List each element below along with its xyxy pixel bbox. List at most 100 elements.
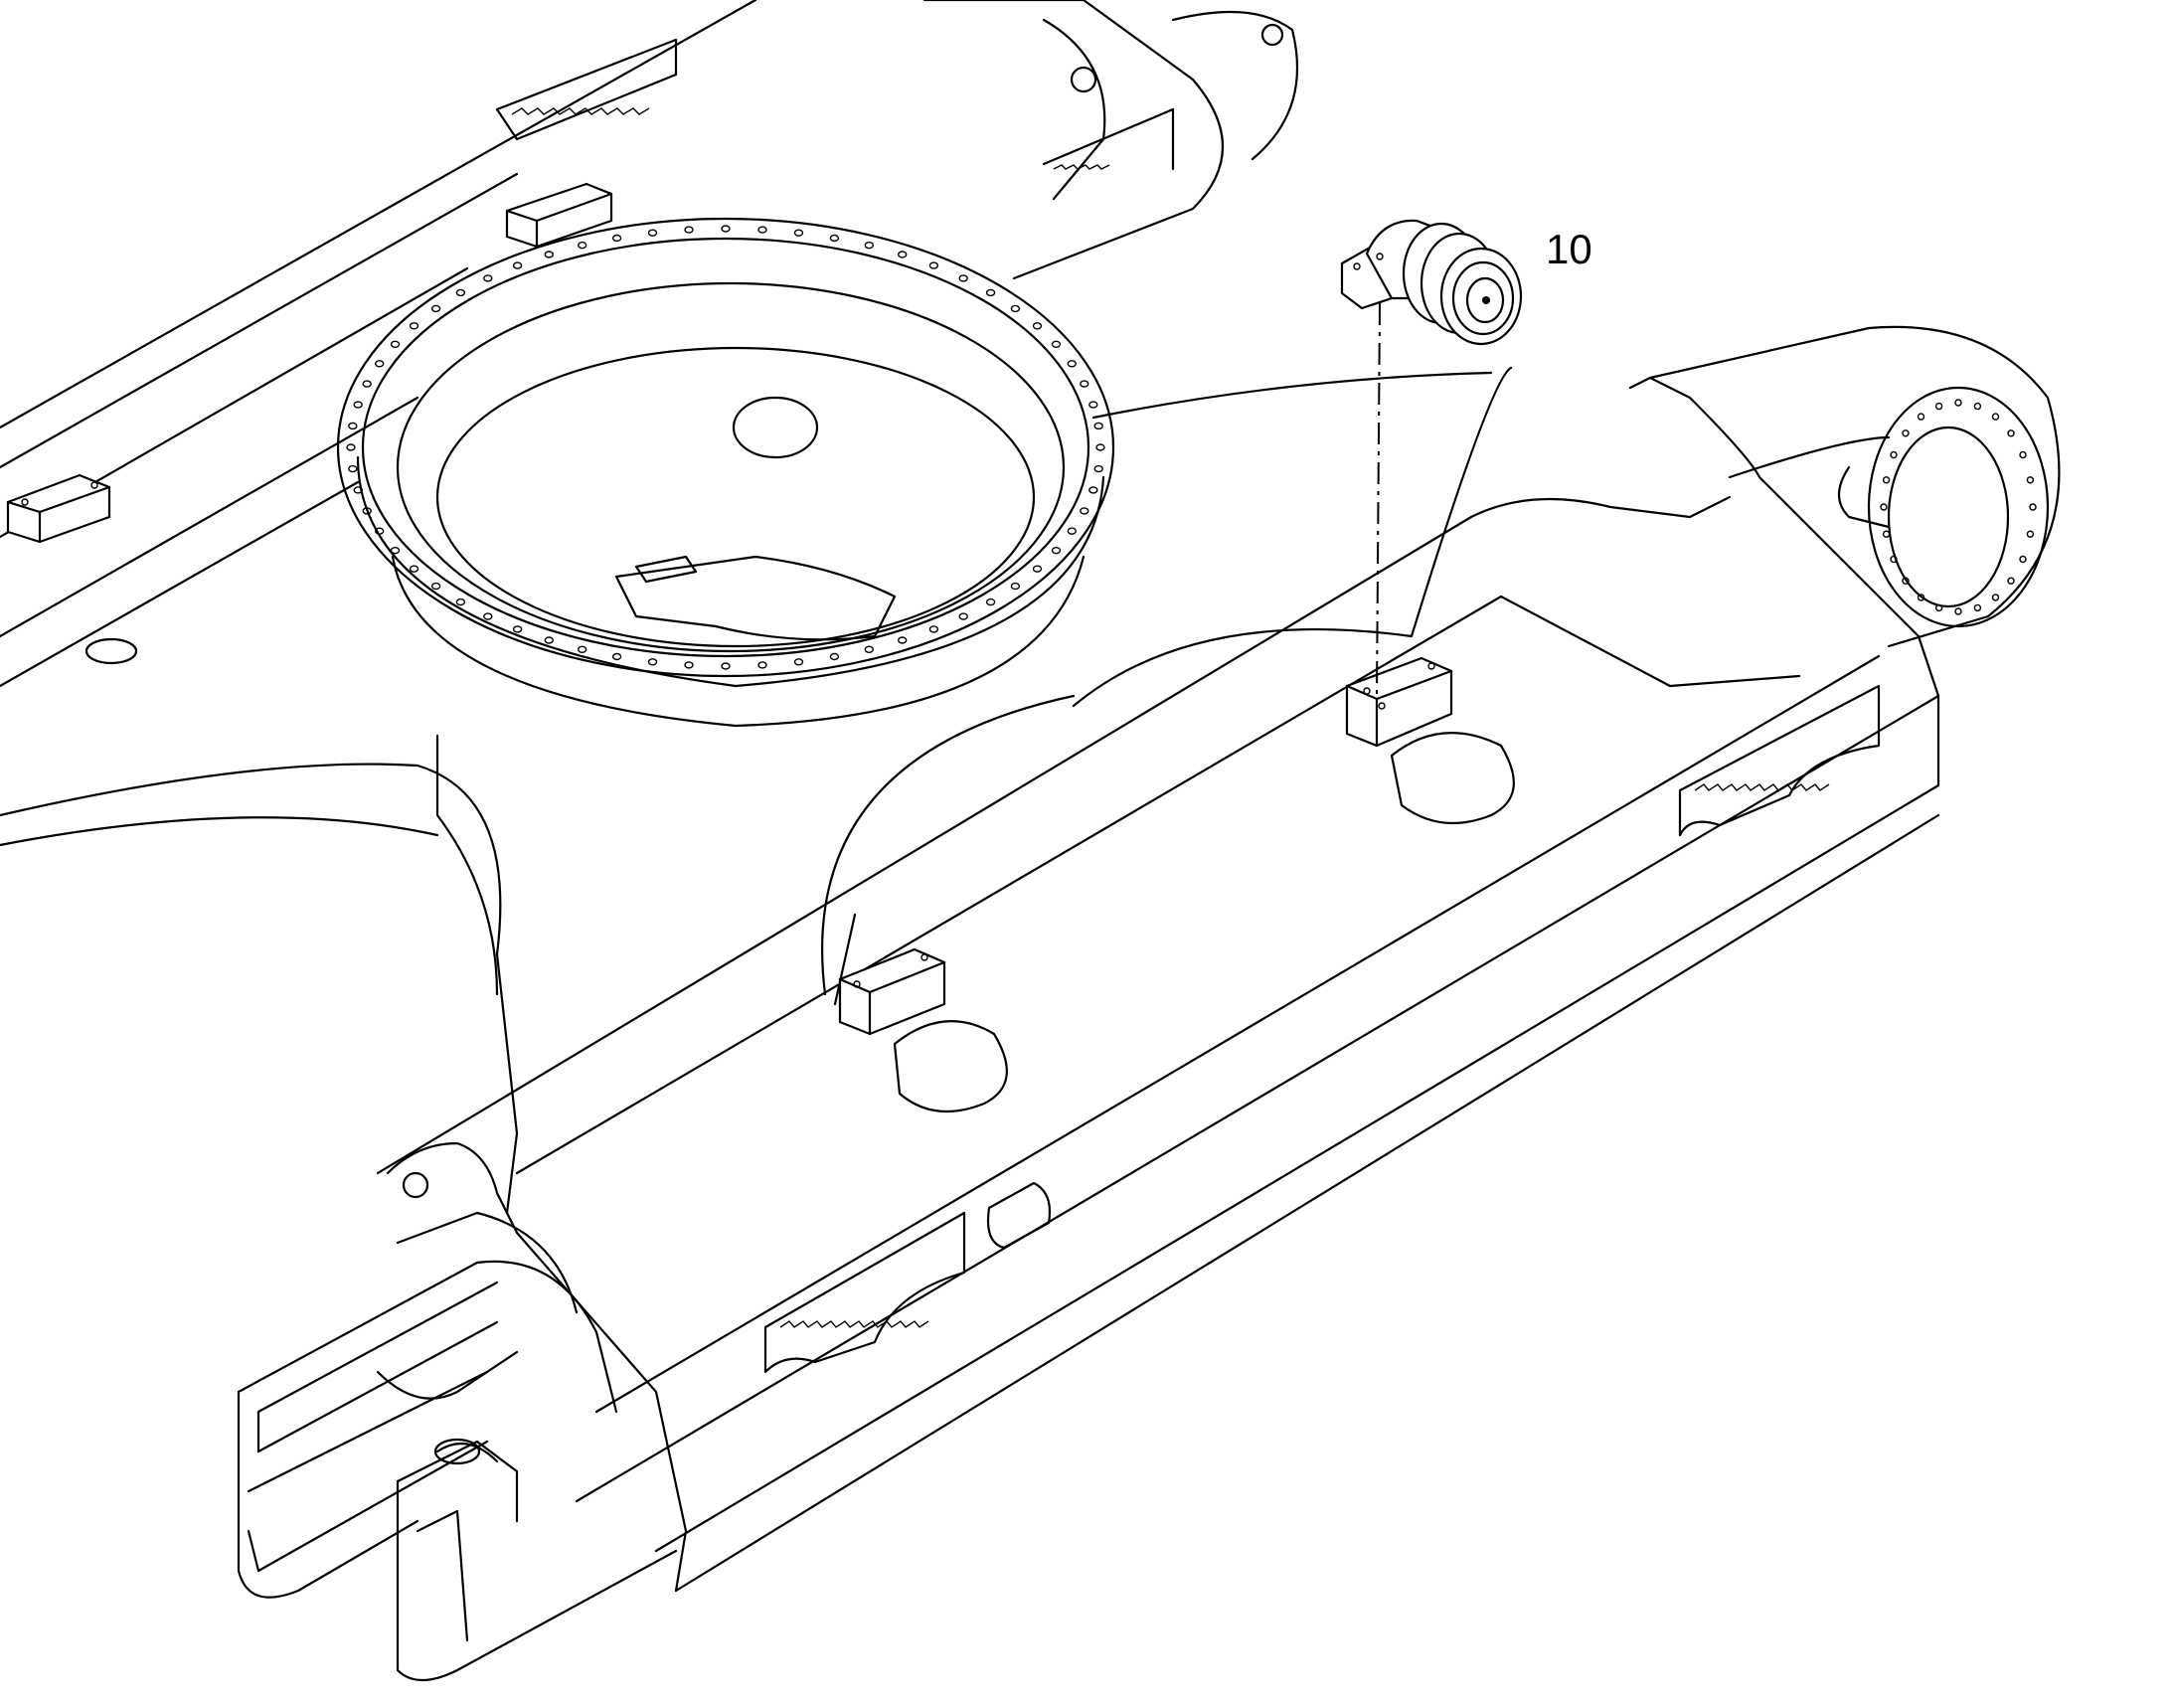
bolt-hole <box>544 636 554 644</box>
bolt-hole <box>2019 450 2027 459</box>
bolt-hole <box>409 565 419 573</box>
bolt-hole <box>390 340 401 348</box>
bolt-hole <box>1080 507 1089 515</box>
bolt-hole <box>1095 443 1105 451</box>
bolt-hole <box>928 625 939 633</box>
bolt-hole <box>1067 360 1078 368</box>
bolt-hole <box>647 658 658 666</box>
callout-part-10: 10 <box>1546 226 1592 272</box>
bolt-hole <box>2007 577 2015 585</box>
bolt-hole <box>829 652 840 661</box>
bolt-hole <box>578 645 587 653</box>
bolt-hole <box>2029 503 2037 511</box>
bolt-hole <box>1917 413 1925 421</box>
bolt-hole <box>829 234 840 243</box>
bolt-hole <box>353 401 363 409</box>
bolt-hole <box>1067 527 1078 535</box>
carrier-roller-part <box>1340 219 1523 346</box>
bolt-hole <box>544 251 554 258</box>
bolt-hole <box>1032 565 1043 573</box>
bolt-hole <box>611 234 622 243</box>
bolt-hole <box>898 636 908 644</box>
bolt-hole <box>684 226 694 234</box>
bolt-hole <box>483 612 493 620</box>
bolt-hole <box>375 360 385 368</box>
bolt-hole <box>455 598 466 606</box>
bolt-hole <box>864 241 874 250</box>
bolt-hole <box>721 225 731 233</box>
upper-roller-pad-center <box>505 182 613 249</box>
bolt-hole <box>1954 607 1962 615</box>
bolt-hole <box>1088 401 1098 409</box>
bolt-hole <box>1880 503 1888 511</box>
bolt-hole <box>430 582 441 591</box>
bolt-hole <box>348 422 358 430</box>
bolt-hole <box>409 322 419 330</box>
bolt-hole <box>1890 450 1898 459</box>
bolt-hole <box>1010 582 1021 591</box>
lower-roller-pad-front <box>838 947 946 1036</box>
bolt-hole <box>1032 322 1043 330</box>
bolt-hole <box>455 288 466 297</box>
bolt-hole <box>430 304 441 313</box>
bolt-hole <box>898 251 908 258</box>
bolt-hole <box>958 274 968 282</box>
bolt-hole <box>2019 555 2027 564</box>
bolt-hole <box>611 652 622 661</box>
bolt-hole <box>483 274 493 282</box>
lower-track-frame <box>376 325 2061 1593</box>
lower-rack-plate-front <box>763 1211 966 1374</box>
bolt-hole <box>1902 429 1910 437</box>
upper-track-frame <box>0 0 1299 688</box>
bolt-hole <box>578 241 587 250</box>
slewing-ring <box>336 217 2037 728</box>
bolt-hole <box>1973 402 1982 411</box>
slewing-ring-bolt-holes <box>346 225 2037 670</box>
upper-roller-pad-left <box>6 473 111 544</box>
frame-openings <box>84 637 1515 1250</box>
bolt-hole <box>1991 413 2000 421</box>
bolt-hole <box>1051 340 1062 348</box>
bolt-hole <box>2026 530 2035 538</box>
bolt-hole <box>512 261 523 269</box>
lower-rack-plate-rear <box>1678 684 1881 837</box>
bolt-hole <box>1010 304 1021 313</box>
bolt-hole <box>2026 476 2035 484</box>
bolt-hole <box>1954 399 1962 407</box>
bolt-hole <box>793 658 804 666</box>
track-frame-front <box>237 1141 688 1681</box>
bolt-hole <box>1051 547 1062 555</box>
bolt-hole <box>375 527 385 535</box>
bolt-hole <box>346 443 356 451</box>
bolt-hole <box>757 661 767 669</box>
bolt-hole <box>362 380 372 388</box>
assembly-line <box>1376 302 1381 697</box>
bolt-hole <box>684 661 694 669</box>
bolt-hole <box>1934 402 1943 411</box>
bolt-hole <box>985 598 996 606</box>
bolt-hole <box>362 507 372 515</box>
bolt-hole <box>1093 422 1103 430</box>
bolt-hole <box>1088 486 1098 494</box>
bolt-hole <box>958 612 968 620</box>
bolt-hole <box>1882 476 1891 484</box>
bolt-hole <box>1093 464 1103 473</box>
bolt-hole <box>1080 380 1089 388</box>
bolt-hole <box>793 229 804 237</box>
bolt-hole <box>1991 594 2000 601</box>
bolt-hole <box>864 645 874 653</box>
bolt-hole <box>647 229 658 237</box>
bolt-hole <box>1973 603 1982 612</box>
bolt-hole <box>512 625 523 633</box>
bolt-hole <box>348 464 358 473</box>
lower-roller-pad-rear <box>1345 656 1453 748</box>
bolt-hole <box>985 288 996 297</box>
bolt-hole <box>2007 429 2015 437</box>
bolt-hole <box>390 547 401 555</box>
bolt-hole <box>353 486 363 494</box>
bolt-hole <box>757 226 767 234</box>
center-body <box>0 366 1513 1215</box>
bolt-hole <box>721 662 731 670</box>
